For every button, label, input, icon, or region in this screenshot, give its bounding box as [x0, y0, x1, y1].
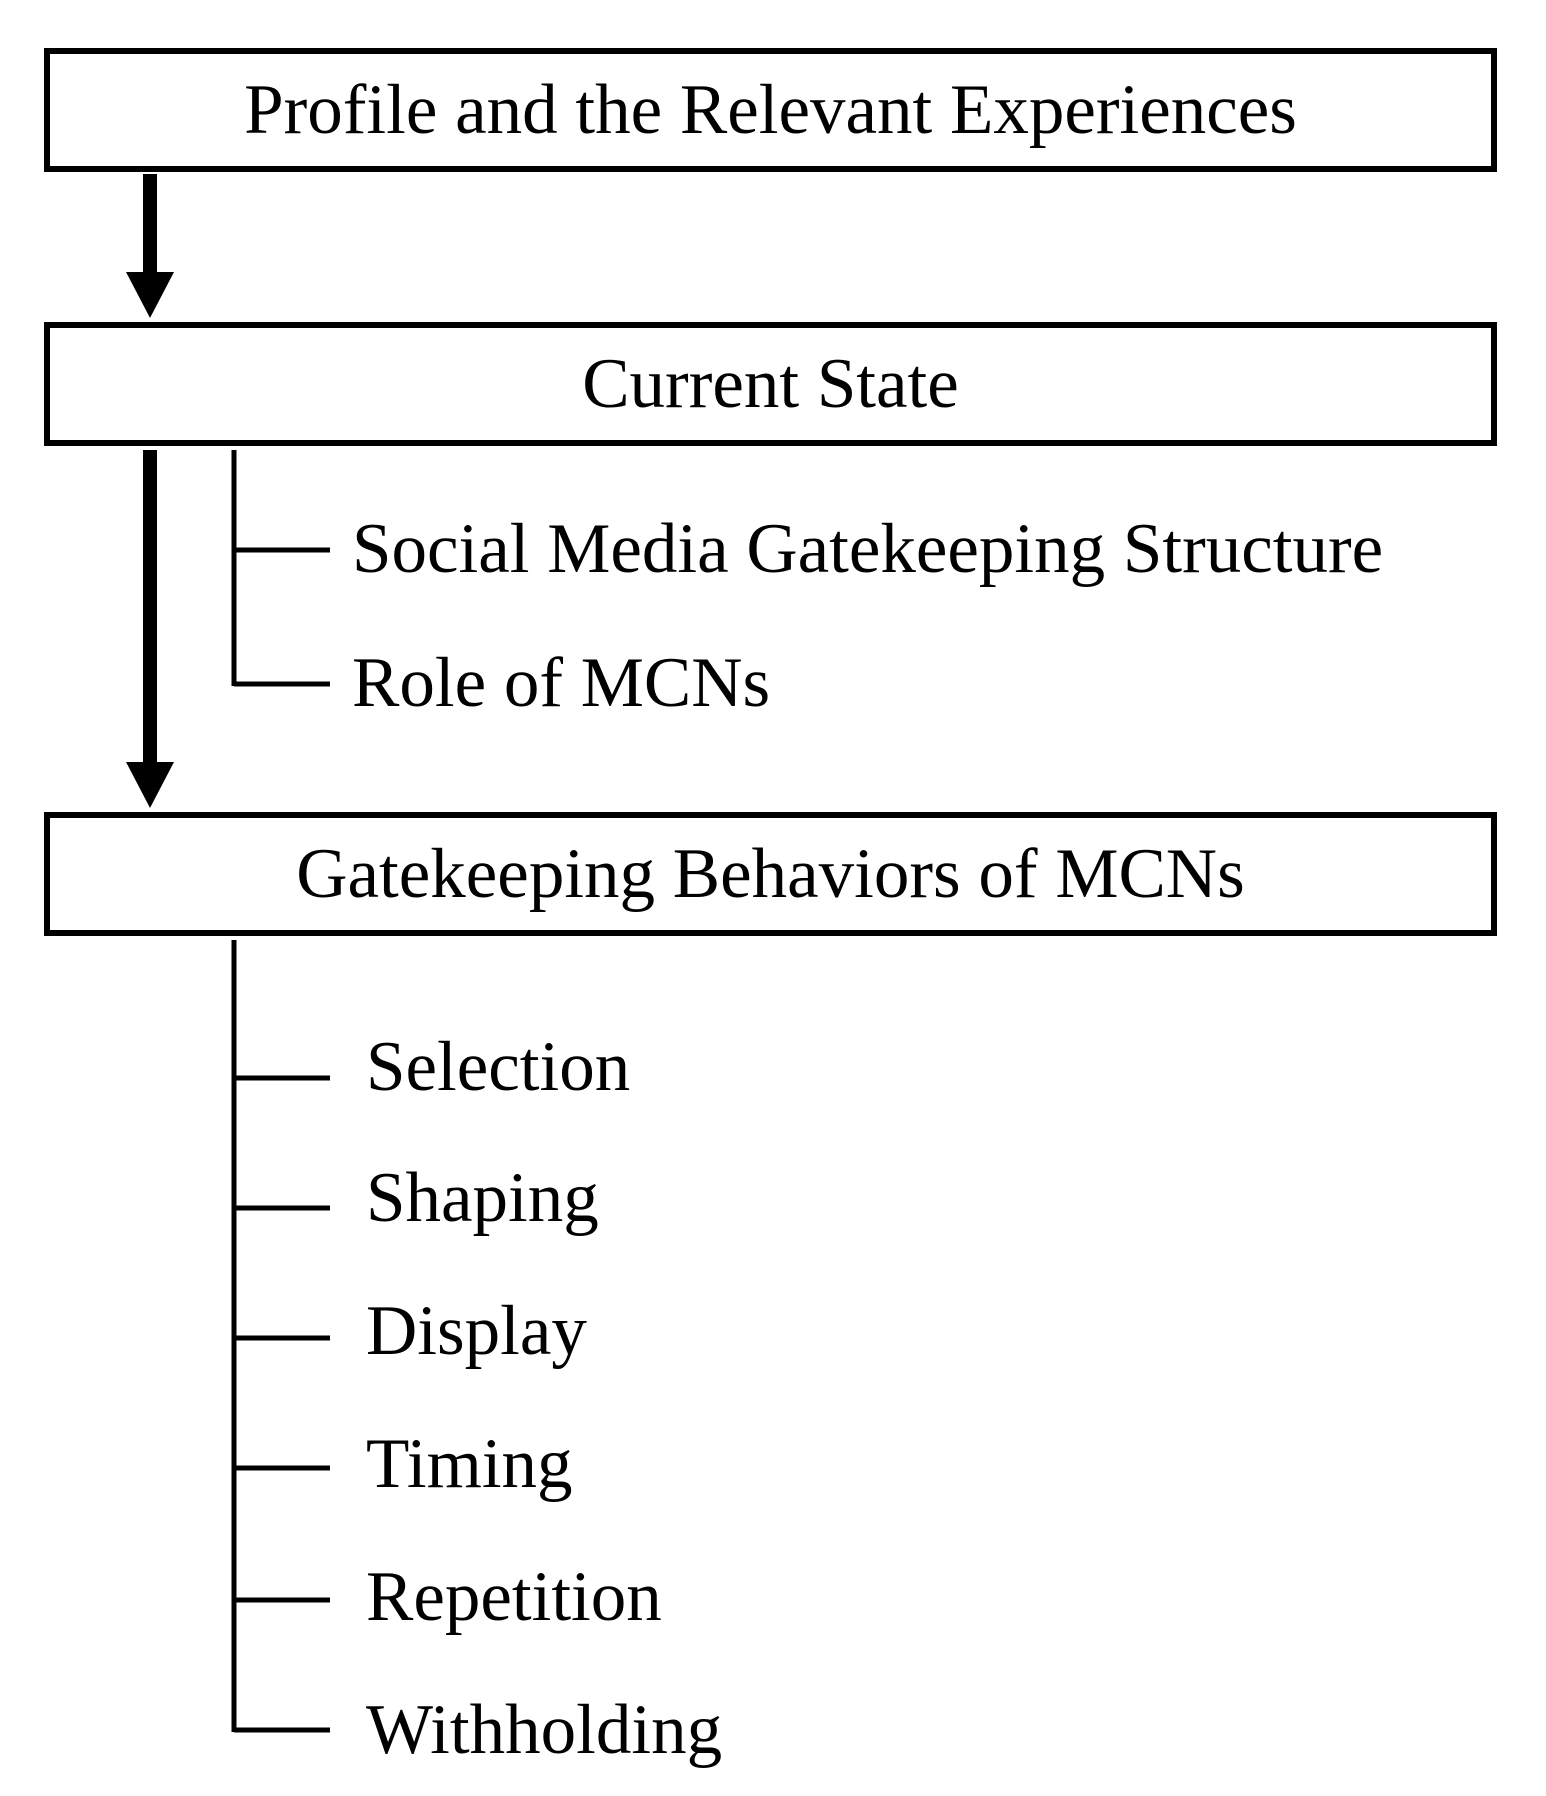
behavior-item-selection: Selection: [366, 1028, 631, 1106]
gatekeeping-behaviors-label: Gatekeeping Behaviors of MCNs: [296, 834, 1245, 913]
flow-arrow-2-head: [126, 762, 174, 808]
behavior-item-timing: Timing: [366, 1425, 573, 1503]
profile-box: Profile and the Relevant Experiences: [44, 48, 1497, 172]
behavior-item-shaping: Shaping: [366, 1159, 599, 1237]
current-state-box: Current State: [44, 322, 1497, 446]
behavior-item-repetition: Repetition: [366, 1558, 662, 1636]
gatekeeping-behaviors-box: Gatekeeping Behaviors of MCNs: [44, 812, 1497, 936]
current-state-item-structure: Social Media Gatekeeping Structure: [352, 510, 1384, 588]
current-state-label: Current State: [582, 344, 959, 423]
flow-arrow-1-head: [126, 272, 174, 318]
behavior-item-display: Display: [366, 1292, 587, 1370]
current-state-item-role: Role of MCNs: [352, 644, 771, 722]
profile-label: Profile and the Relevant Experiences: [244, 70, 1297, 149]
behavior-item-withholding: Withholding: [366, 1691, 723, 1769]
